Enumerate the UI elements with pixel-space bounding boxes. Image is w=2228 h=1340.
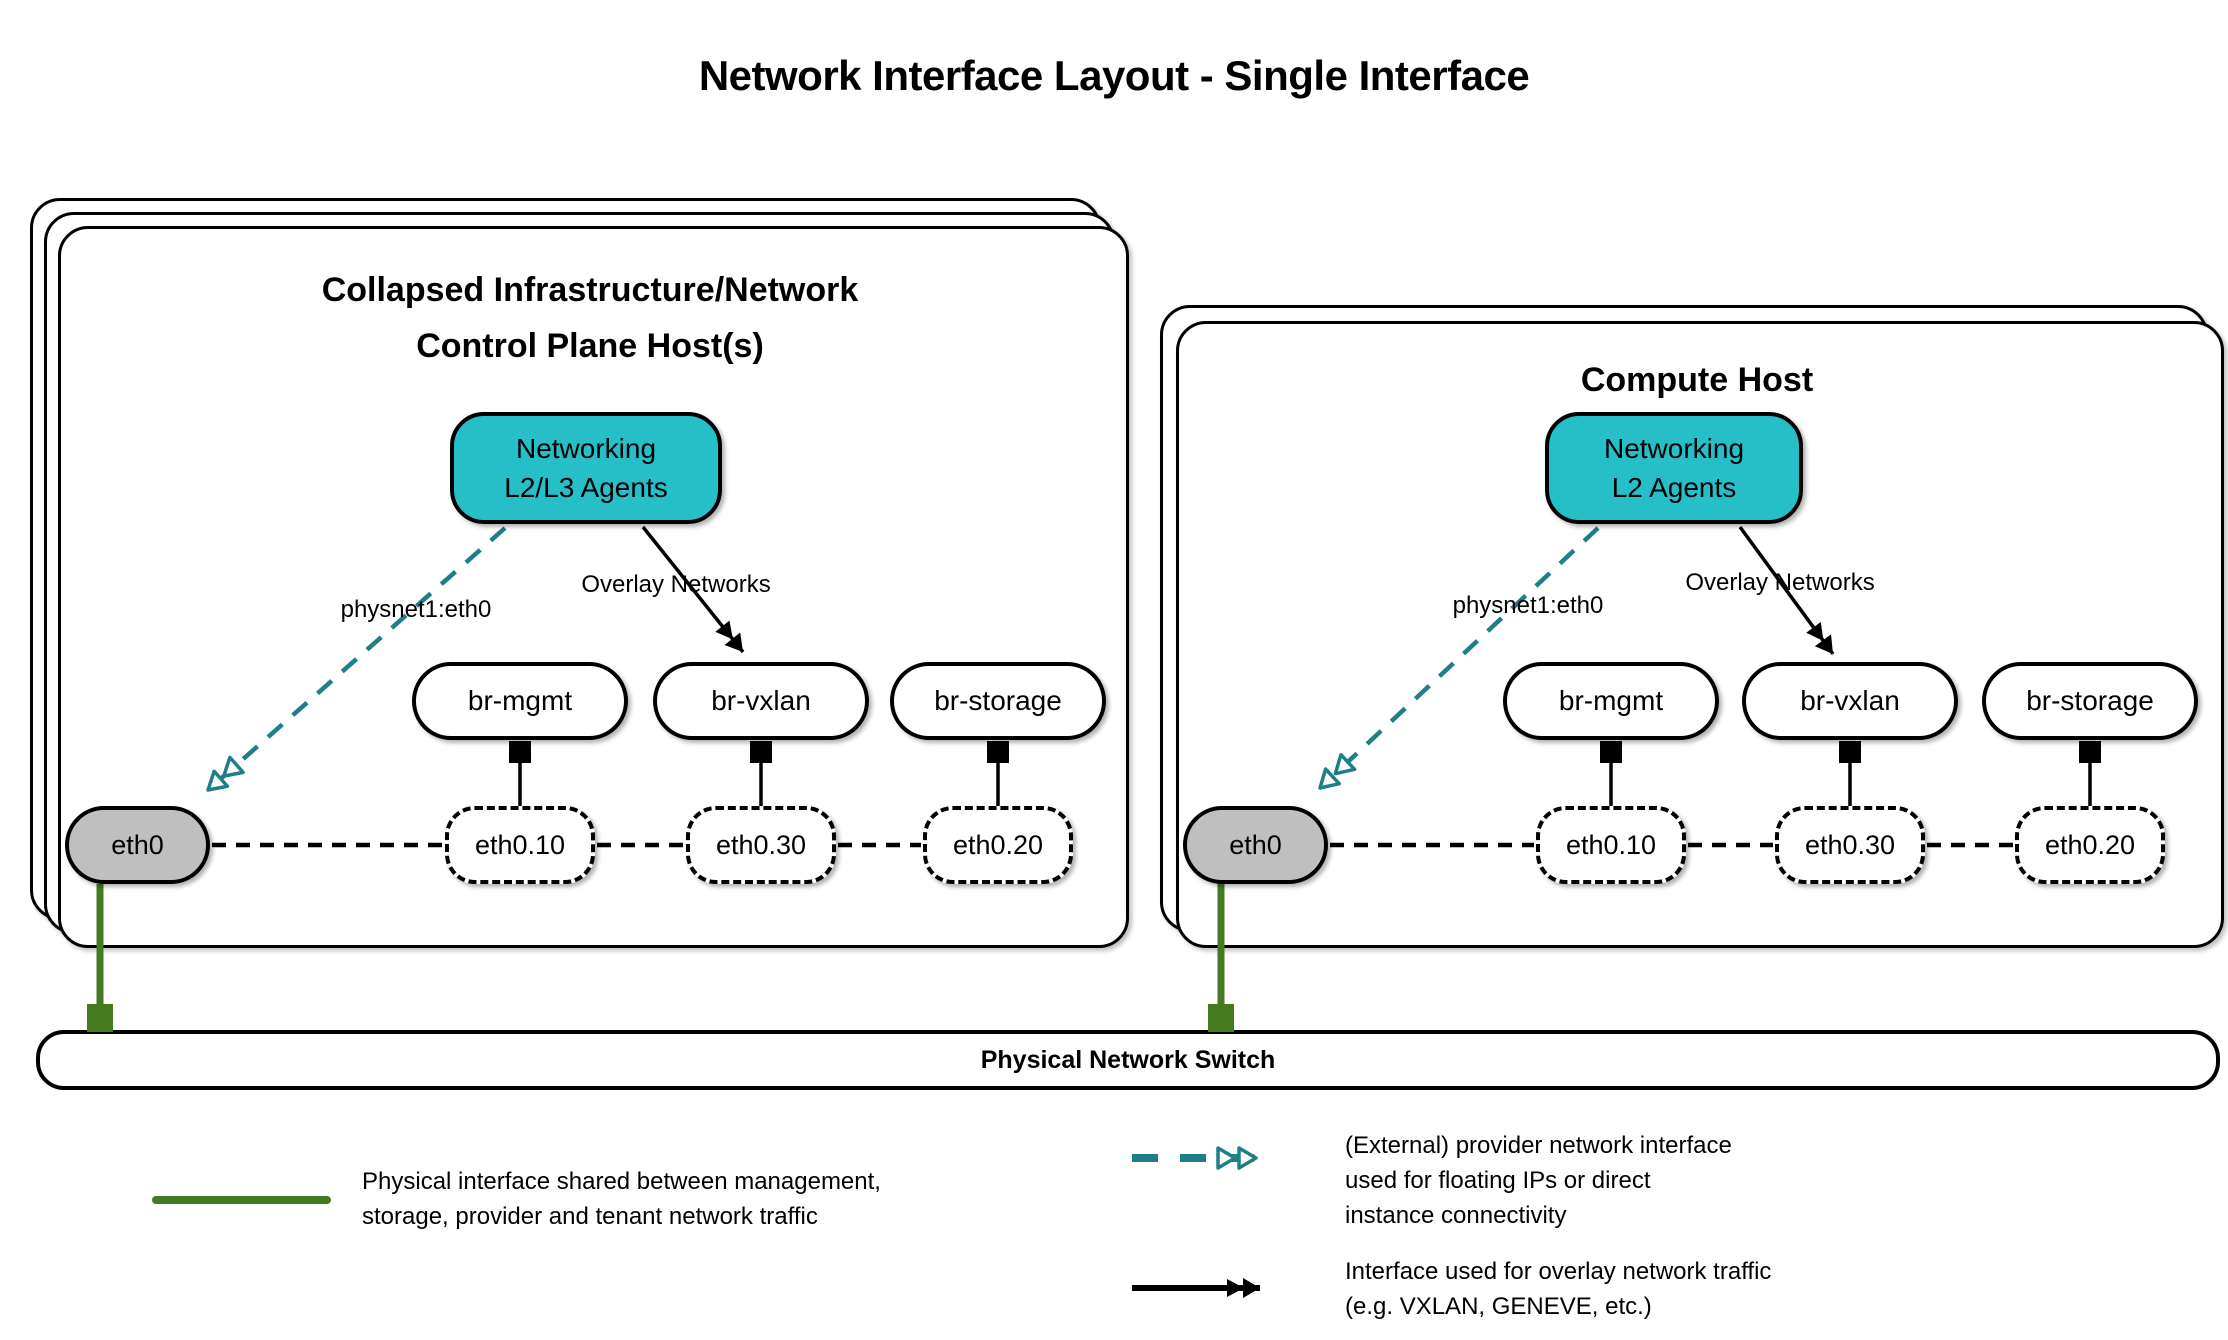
control-plane-host-title-line2: Control Plane Host(s)	[416, 327, 764, 365]
vlan-eth0-20-compute: eth0.20	[2015, 806, 2165, 884]
vlan-eth0-10-control-plane: eth0.10	[445, 806, 595, 884]
physical-network-switch-label: Physical Network Switch	[980, 1045, 1276, 1074]
agent-label-line1: Networking	[1603, 433, 1745, 464]
agent-label-line1: Networking	[515, 433, 657, 464]
compute-host-title: Compute Host	[1347, 352, 2047, 408]
legend-physical-text: Physical interface shared between manage…	[362, 1164, 1042, 1234]
legend-physical-line1: Physical interface shared between manage…	[362, 1168, 881, 1195]
legend-overlay-line1: Interface used for overlay network traff…	[1345, 1258, 1772, 1285]
physical-network-switch: Physical Network Switch	[36, 1030, 2220, 1090]
bridge-br-mgmt-control-plane: br-mgmt	[412, 662, 628, 740]
networking-l2l3-agents-box: Networking L2/L3 Agents	[450, 412, 722, 524]
vlan-eth0-30-compute: eth0.30	[1775, 806, 1925, 884]
legend-overlay-text: Interface used for overlay network traff…	[1345, 1254, 1965, 1324]
page-title: Network Interface Layout - Single Interf…	[698, 52, 1530, 99]
legend-provider-text: (External) provider network interface us…	[1345, 1128, 1965, 1233]
bridge-br-vxlan-control-plane: br-vxlan	[653, 662, 869, 740]
overlay-arrow-label-control-plane: Overlay Networks	[581, 571, 771, 598]
legend-overlay-line2: (e.g. VXLAN, GENEVE, etc.)	[1345, 1293, 1652, 1320]
vlan-eth0-20-control-plane: eth0.20	[923, 806, 1073, 884]
eth0-control-plane: eth0	[65, 806, 210, 884]
agent-label-line2: L2/L3 Agents	[504, 472, 668, 503]
vlan-eth0-30-control-plane: eth0.30	[686, 806, 836, 884]
networking-l2-agents-box: Networking L2 Agents	[1545, 412, 1803, 524]
control-plane-host-title-line1: Collapsed Infrastructure/Network	[321, 271, 859, 309]
bridge-br-storage-compute: br-storage	[1982, 662, 2198, 740]
compute-host-title-line1: Compute Host	[1580, 361, 1814, 399]
provider-arrow-label-compute: physnet1:eth0	[1452, 592, 1604, 619]
legend-provider-line2: used for floating IPs or direct	[1345, 1167, 1651, 1194]
vlan-eth0-10-compute: eth0.10	[1536, 806, 1686, 884]
bridge-br-mgmt-compute: br-mgmt	[1503, 662, 1719, 740]
legend-physical-line2: storage, provider and tenant network tra…	[362, 1203, 818, 1230]
control-plane-host-title: Collapsed Infrastructure/Network Control…	[170, 262, 1010, 374]
provider-arrow-label-control-plane: physnet1:eth0	[340, 596, 492, 623]
overlay-arrow-label-compute: Overlay Networks	[1685, 569, 1875, 596]
eth0-compute: eth0	[1183, 806, 1328, 884]
legend-provider-line1: (External) provider network interface	[1345, 1132, 1732, 1159]
agent-label-line2: L2 Agents	[1611, 472, 1737, 503]
bridge-br-storage-control-plane: br-storage	[890, 662, 1106, 740]
legend-provider-line3: instance connectivity	[1345, 1202, 1567, 1229]
bridge-br-vxlan-compute: br-vxlan	[1742, 662, 1958, 740]
